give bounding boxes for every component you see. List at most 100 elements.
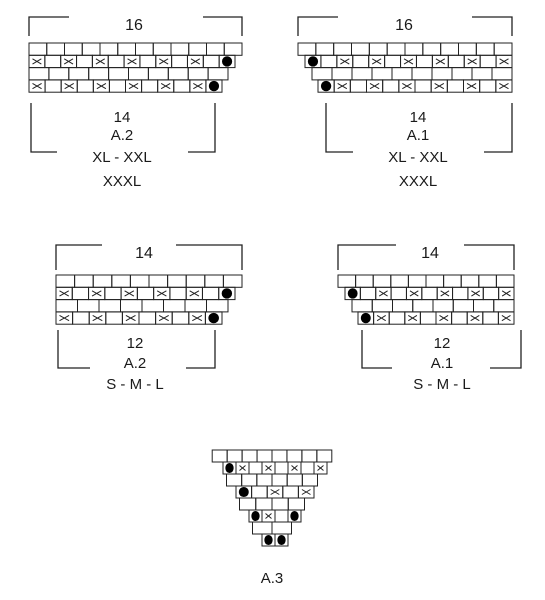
yarn-over-mark [238,486,249,498]
stitch-cell [201,286,220,301]
stitch-cell [44,79,62,93]
yarn-over-mark [208,80,220,92]
stitch-cell [333,42,352,56]
stitch-cell [388,311,406,325]
chart-name: A.1 [407,127,430,144]
stitch-cell [252,521,273,535]
x-stitch-mark [239,465,246,471]
stitch-cell [64,42,83,56]
chart-a2-s-m-l: 14 12 A.2 S - M - L [55,244,243,393]
stitch-cell [88,67,110,81]
stitch-cell [390,286,407,301]
stitch-cell [315,42,335,56]
x-stitch-mark [92,314,103,322]
stitch-cell [432,299,454,313]
stitch-cell [108,67,129,81]
top-count-bracket [55,244,243,270]
stitch-cell [286,449,303,463]
top-count-bracket [297,16,513,36]
stitch-cell [107,54,125,69]
yarn-over-mark [264,534,273,546]
stitch-cell [108,79,126,93]
stitch-cell [44,54,62,69]
yarn-over-mark [221,288,233,299]
stitch-cell [207,67,229,81]
stitch-cell [491,67,513,81]
stitch-cell [135,42,154,56]
stitch-cell [286,473,303,487]
stitch-cell [98,299,121,313]
stitch-cell [301,473,319,487]
stitch-cell [274,509,289,523]
stitch-cell [359,286,377,301]
stitch-cell [443,274,462,288]
stitch-cell [447,54,465,69]
stitch-cell [331,67,353,81]
x-stitch-mark [91,290,102,297]
stitch-cell [440,42,459,56]
chart-name: A.1 [431,355,454,372]
yarn-over-mark [225,462,234,474]
stitch-cell [48,67,70,81]
stitch-cell [111,274,131,288]
stitch-cell [28,42,48,56]
stitch-cell [81,42,101,56]
yarn-over-mark [208,312,220,324]
stitch-cell [99,42,119,56]
stitch-cell [187,67,209,81]
size-label: XL - XXL [92,149,151,166]
x-stitch-mark [499,82,509,90]
stitch-cell [104,286,122,301]
x-stitch-mark [301,489,311,495]
x-stitch-mark [32,58,42,65]
stitch-cell [482,311,499,325]
x-stitch-mark [32,82,42,90]
stitch-cell [136,286,155,301]
stitch-grid [55,274,243,325]
x-stitch-mark [59,290,70,297]
stitch-cell [355,274,374,288]
bottom-count-bracket [325,103,513,153]
stitch-cell [171,54,188,69]
stitch-cell [493,299,515,313]
stitch-cell [297,485,315,499]
stitch-cell [352,54,370,69]
stitch-grid [297,42,513,93]
stitch-grid [337,274,515,325]
stitch-cell [425,274,445,288]
yarn-over-mark [222,56,233,67]
chart-a1-s-m-l: 14 12 A.1 S - M - L [337,244,522,393]
x-stitch-mark [408,314,418,322]
stitch-cell [256,449,273,463]
x-stitch-mark [193,82,203,90]
stitch-cell [241,449,258,463]
stitch-cell [148,274,169,288]
x-stitch-mark [159,58,169,65]
stitch-cell [120,299,143,313]
stitch-cell [271,497,289,511]
stitch-cell [493,42,513,56]
top-count-bracket [28,16,243,36]
stitch-cell [316,449,333,463]
chart-name: A.3 [261,570,284,587]
stitch-cell [287,509,302,523]
stitch-cell [351,67,373,81]
x-stitch-mark [440,290,450,297]
x-stitch-mark [190,58,201,65]
stitch-cell [226,449,243,463]
stitch-cell [392,299,414,313]
stitch-cell [274,533,289,547]
x-stitch-mark [435,58,446,65]
stitch-cell [241,473,258,487]
x-stitch-mark [124,290,135,297]
stitch-cell [141,299,164,313]
chart-a1-xl-xxxl: 16 14 A.1 XL - XXL XXXL [297,16,513,190]
stitch-cell [446,79,465,93]
stitch-cell [271,521,292,535]
stitch-cell [297,42,317,56]
stitch-cell [471,67,493,81]
x-stitch-mark [337,82,348,90]
bottom-count-bracket [30,103,216,153]
stitch-cell [55,299,78,313]
stitch-cell [415,54,433,69]
